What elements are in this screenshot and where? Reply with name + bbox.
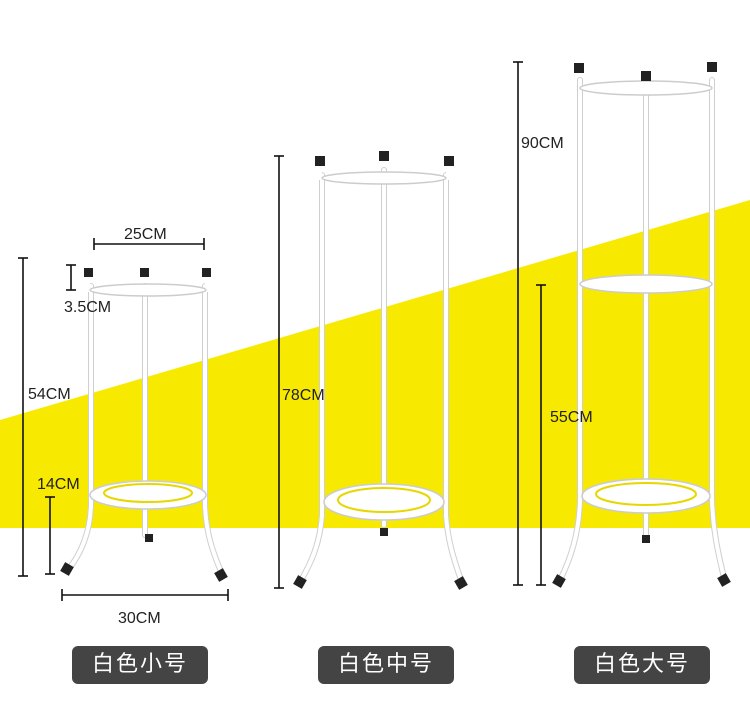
large-plant-stand [552,62,731,588]
yellow-background-band [0,200,750,528]
large-dimension-lines [513,61,546,586]
small-total-height-label: 54CM [28,386,71,403]
small-plant-stand [60,268,228,582]
medium-size-badge: 白色中号 [318,646,454,684]
medium-plant-stand [293,151,468,590]
large-shelf-height-label: 55CM [550,409,593,426]
small-shelf-height-label: 14CM [37,476,80,493]
small-leg-height-label: 3.5CM [64,299,112,316]
small-top-width-label: 25CM [124,226,167,243]
large-size-badge: 白色大号 [574,646,710,684]
small-base-width-label: 30CM [118,610,161,627]
medium-total-height-label: 78CM [282,387,325,404]
small-size-badge: 白色小号 [72,646,208,684]
large-total-height-label: 90CM [521,135,564,152]
small-dimension-lines [18,238,229,601]
medium-dimension-lines [274,155,284,589]
